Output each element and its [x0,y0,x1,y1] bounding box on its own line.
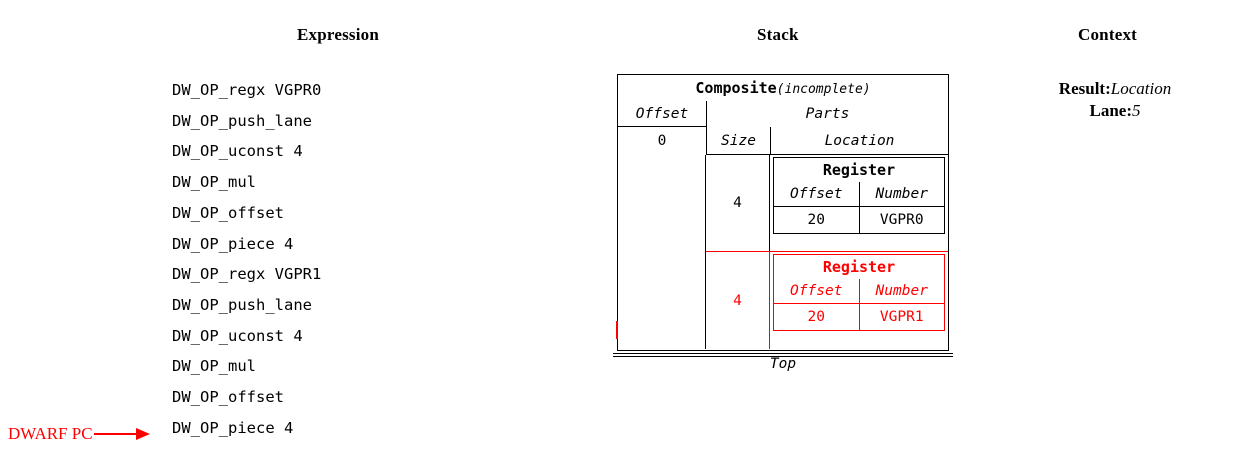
register-offset-value: 20 [774,207,860,233]
expression-line: DW_OP_offset [172,203,284,222]
register-title: Register [822,161,896,179]
stack-part-row-highlighted: 4 Register Offset Number 20 VGPR1 [706,251,948,349]
register-number-header: Number [875,283,928,299]
context-value: 5 [1132,101,1141,120]
context-row-lane: Lane:5 [1000,100,1230,122]
stack-part-row: 4 Register Offset Number 20 VGPR0 [706,155,948,251]
expression-line: DW_OP_mul [172,357,256,376]
column-heading-expression: Expression [297,25,379,44]
offset-column-body [616,155,706,349]
expression-program: DW_OP_regx VGPR0 DW_OP_push_lane DW_OP_u… [172,75,321,443]
expression-line: DW_OP_piece 4 [172,234,294,253]
location-register-box: Register Offset Number 20 VGPR1 [773,254,945,331]
expression-line: DW_OP_piece 4 [172,418,294,437]
register-offset-header: Offset [774,279,860,303]
expression-line: DW_OP_regx VGPR1 [172,265,322,284]
dwarf-pc-marker: DWARF PC [8,424,152,444]
column-heading-stack: Stack [757,25,799,44]
stack-top-label: Top [769,356,797,372]
expression-line: DW_OP_uconst 4 [172,326,303,345]
expression-line: DW_OP_offset [172,388,284,407]
register-number-value: VGPR1 [879,309,924,325]
part-size: 4 [706,252,770,349]
location-column-header: Location [770,127,948,155]
offset-column-header: Offset [618,101,706,127]
context-panel: Result:Location Lane:5 [1000,78,1230,122]
context-key: Result: [1058,79,1111,98]
context-key: Lane: [1089,101,1133,120]
location-register-box: Register Offset Number 20 VGPR0 [773,157,945,234]
size-column-header: Size [706,127,770,155]
register-offset-header: Offset [774,182,860,206]
context-row-result: Result:Location [1000,78,1230,100]
stack-entry-composite: Composite(incomplete) Offset Parts 0 Siz… [616,74,949,351]
dwarf-pc-label: DWARF PC [8,424,93,443]
stack-bottom-rule [613,353,953,357]
stack-entry-title-note: (incomplete) [776,82,871,97]
expression-line: DW_OP_uconst 4 [172,142,303,161]
context-value: Location [1110,79,1172,98]
register-number-header: Number [875,186,928,202]
expression-line: DW_OP_mul [172,173,256,192]
arrow-right-icon [93,427,152,441]
stack-entry-title-main: Composite [695,79,777,97]
pc-row-tick [616,321,618,339]
register-offset-value: 20 [774,304,860,330]
parts-column-header: Parts [706,101,948,127]
stack-entry-title: Composite(incomplete) [618,75,948,101]
expression-line: DW_OP_regx VGPR0 [172,81,322,99]
part-size: 4 [706,155,770,251]
register-title: Register [822,258,896,276]
column-heading-context: Context [1078,25,1137,44]
expression-line: DW_OP_push_lane [172,295,312,314]
register-number-value: VGPR0 [879,212,924,228]
expression-line: DW_OP_push_lane [172,111,312,130]
offset-value: 0 [657,133,667,149]
